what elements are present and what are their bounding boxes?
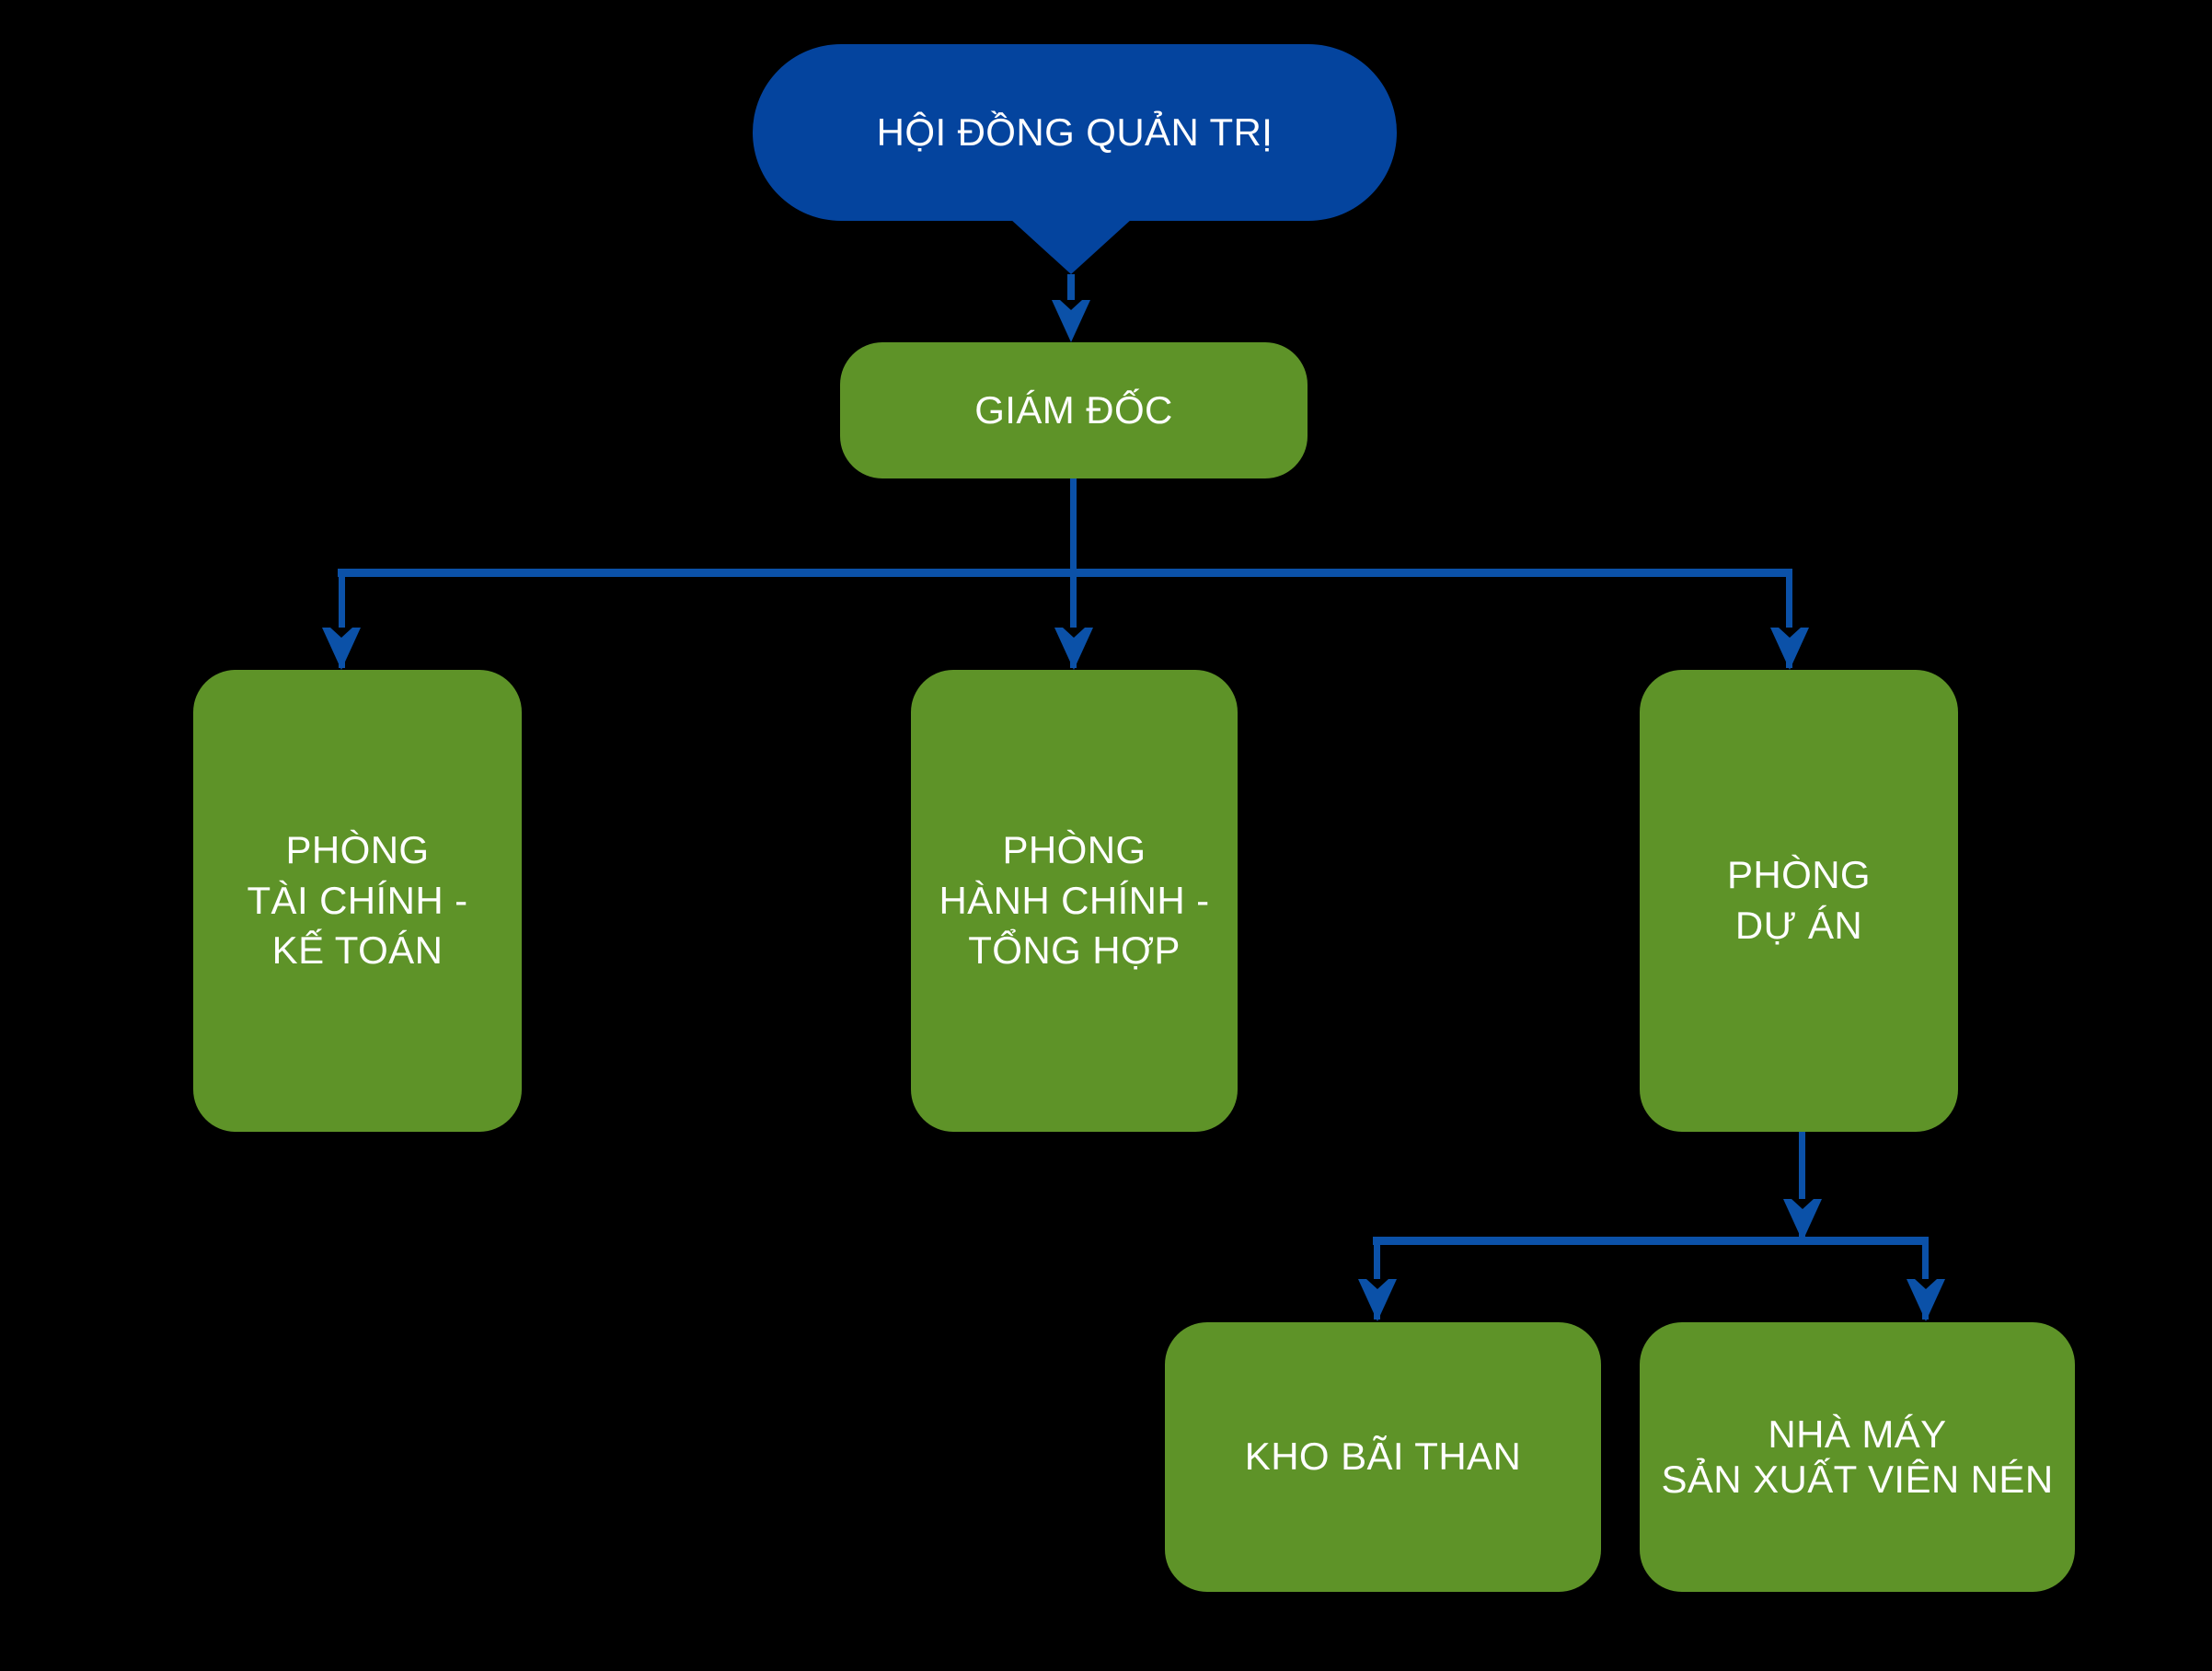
arrowhead-project-to-bus [1783, 1199, 1822, 1241]
arrowhead-project-to-coalyard [1358, 1279, 1397, 1321]
speech-bubble-tail-icon [1010, 219, 1132, 274]
connector-director-to-finance [339, 569, 345, 668]
connector-project-to-factory [1922, 1237, 1929, 1320]
node-pellet-production-factory[interactable]: NHÀ MÁY SẢN XUẤT VIÊN NÉN [1640, 1322, 2075, 1592]
node-board-of-directors[interactable]: HỘI ĐỒNG QUẢN TRỊ [753, 44, 1397, 221]
node-director[interactable]: GIÁM ĐỐC [840, 342, 1308, 478]
connector-unit-bus [1373, 1237, 1929, 1245]
connector-project-to-coalyard [1374, 1237, 1380, 1320]
connector-director-to-admin [1070, 569, 1077, 668]
arrowhead-director-to-project [1770, 628, 1809, 670]
connector-director-stem [1070, 478, 1077, 580]
arrowhead-board-to-director [1052, 300, 1090, 342]
node-finance-accounting-department[interactable]: PHÒNG TÀI CHÍNH - KẾ TOÁN [193, 670, 522, 1132]
connector-department-bus [338, 569, 1792, 577]
node-administration-general-department[interactable]: PHÒNG HÀNH CHÍNH - TỔNG HỢP [911, 670, 1238, 1132]
connector-board-to-director [1067, 274, 1075, 318]
connector-director-to-project [1786, 569, 1792, 668]
connector-project-stem [1799, 1132, 1805, 1244]
arrowhead-project-to-factory [1907, 1279, 1945, 1321]
node-coal-yard-warehouse[interactable]: KHO BÃI THAN [1165, 1322, 1601, 1592]
arrowhead-director-to-finance [322, 628, 361, 670]
node-project-department[interactable]: PHÒNG DỰ ÁN [1640, 670, 1958, 1132]
arrowhead-director-to-admin [1054, 628, 1093, 670]
